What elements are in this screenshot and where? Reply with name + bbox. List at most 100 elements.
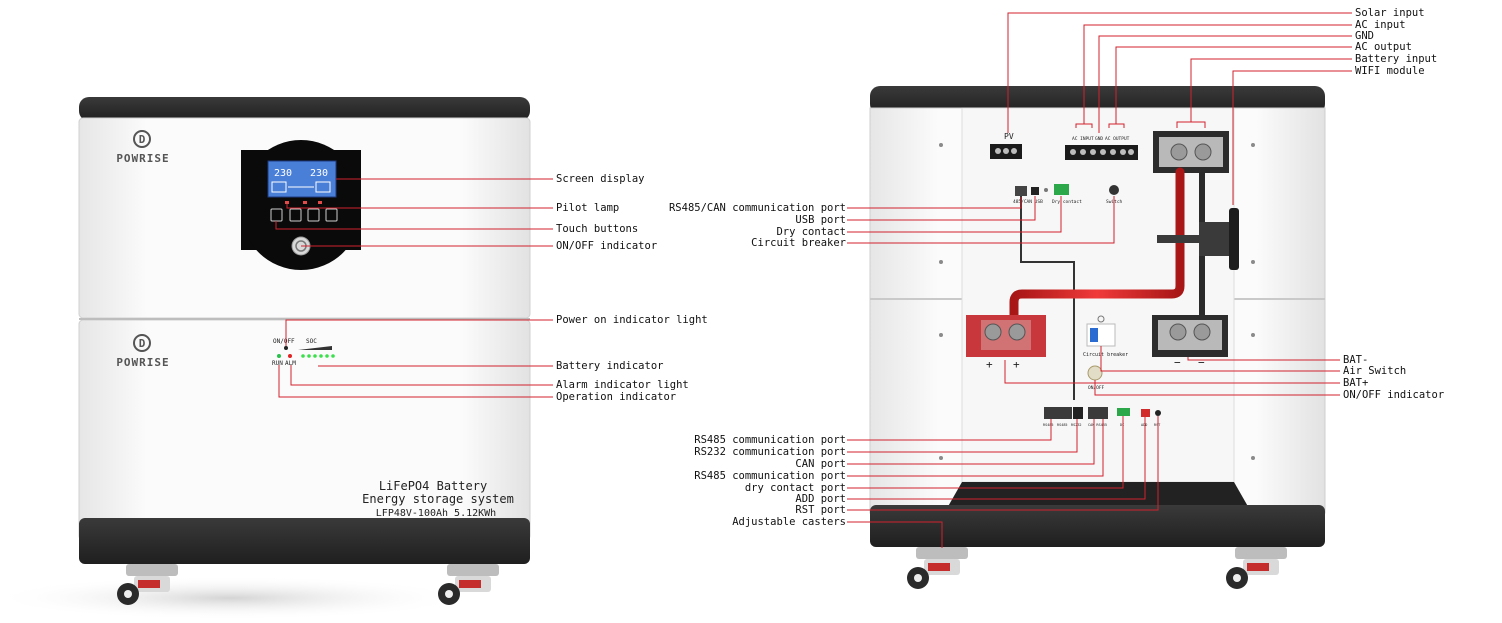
back-onoff-knob[interactable]: ON/OFF bbox=[1087, 365, 1105, 391]
alm-led bbox=[288, 354, 292, 358]
label-rs485-port-1: RS485 communication port bbox=[694, 434, 846, 446]
back-bottom-cap bbox=[870, 505, 1325, 547]
back-unit: PV AC INPUT GND AC OUTPUT 485/CAN USB bbox=[869, 86, 1326, 589]
product-line-3: LFP48V-100Ah 5.12KWh bbox=[376, 508, 496, 519]
pv-terminal: PV bbox=[990, 132, 1022, 159]
label-rs485-port-2: RS485 communication port bbox=[694, 470, 846, 482]
wifi-module bbox=[1157, 208, 1239, 270]
ac-input-silk: AC INPUT bbox=[1072, 136, 1094, 142]
label-rs485-can: RS485/CAN communication port bbox=[668, 202, 846, 214]
product-line-1: LiFePO4 Battery bbox=[379, 479, 487, 493]
back-caster-left bbox=[907, 547, 968, 589]
brand-name-bottom: POWRISE bbox=[116, 356, 169, 369]
soc-leds bbox=[301, 354, 335, 358]
brand-logo-bottom: D POWRISE bbox=[116, 334, 169, 369]
can-silk: CAN RS485 bbox=[1088, 423, 1107, 427]
red-battery-cable bbox=[1009, 167, 1185, 327]
rs485a-silk: RS485 bbox=[1043, 423, 1054, 427]
rs232-silk: RS232 bbox=[1071, 423, 1082, 427]
bat-minus-terminal: − − bbox=[1152, 315, 1228, 369]
bat-plus-terminal: + + bbox=[966, 315, 1046, 371]
label-can-port: CAN port bbox=[795, 458, 846, 470]
battery-input-terminal bbox=[1153, 131, 1229, 173]
usb-port bbox=[1031, 187, 1039, 195]
front-caster-left bbox=[117, 564, 178, 605]
add-silk: ADD bbox=[1141, 423, 1147, 427]
label-dry-contact: Dry contact bbox=[776, 226, 846, 238]
label-solar-input: Solar input bbox=[1355, 7, 1425, 19]
front-lower-module bbox=[78, 319, 531, 541]
pilot-lamps bbox=[285, 201, 322, 204]
lcd-screen bbox=[267, 160, 337, 198]
label-casters: Adjustable casters bbox=[732, 516, 846, 528]
inverter-control-panel: 230 230 bbox=[241, 140, 361, 270]
soc-silk: SOC bbox=[306, 338, 317, 345]
circuit-breaker-silk: Circuit breaker bbox=[1083, 352, 1128, 358]
comm-row-silk: 485/CAN USB bbox=[1013, 199, 1043, 205]
label-battery-indicator: Battery indicator bbox=[556, 360, 664, 372]
ac-output-silk: AC OUTPUT bbox=[1105, 136, 1130, 142]
front-leader-lines bbox=[275, 178, 553, 398]
touch-buttons[interactable] bbox=[270, 208, 338, 222]
touch-button-3[interactable] bbox=[307, 208, 320, 222]
label-touch-buttons: Touch buttons bbox=[556, 223, 639, 235]
front-top-cap bbox=[79, 97, 530, 121]
label-battery-input: Battery input bbox=[1355, 53, 1438, 65]
label-alarm-light: Alarm indicator light bbox=[556, 379, 689, 391]
rs485-can-port bbox=[1015, 186, 1027, 196]
brand-logo-top: D POWRISE bbox=[116, 130, 169, 165]
dry-contact-block bbox=[1054, 184, 1069, 195]
ac-terminal-block: AC INPUT GND AC OUTPUT bbox=[1065, 136, 1138, 160]
front-caster-right bbox=[438, 564, 499, 605]
back-top-cap bbox=[870, 86, 1325, 114]
svg-text:D: D bbox=[139, 337, 146, 350]
gnd-silk: GND bbox=[1095, 136, 1103, 142]
pv-silk: PV bbox=[1004, 132, 1014, 141]
label-onoff-indicator-front: ON/OFF indicator bbox=[556, 240, 658, 252]
plus-silk-1: + bbox=[986, 358, 993, 371]
label-operation-indicator: Operation indicator bbox=[556, 391, 677, 403]
battery-status-panel: ON/OFF SOC RUN ALM bbox=[272, 338, 335, 367]
label-wifi-module: WIFI module bbox=[1355, 65, 1425, 77]
minus-silk-1: − bbox=[1174, 356, 1181, 369]
label-screen-display: Screen display bbox=[556, 173, 645, 185]
alm-silk: ALM bbox=[285, 360, 296, 367]
brand-name-top: POWRISE bbox=[116, 152, 169, 165]
front-unit: D POWRISE D POWRISE 230 230 bbox=[0, 97, 531, 620]
dc-silk: DC bbox=[1120, 423, 1124, 427]
label-air-switch: Air Switch bbox=[1343, 365, 1407, 377]
dry-contact-silk: Dry contact bbox=[1052, 199, 1082, 205]
touch-button-2[interactable] bbox=[289, 208, 302, 222]
label-add-port: ADD port bbox=[795, 493, 846, 505]
product-line-2: Energy storage system bbox=[362, 492, 514, 506]
front-bottom-cap bbox=[79, 518, 530, 564]
label-ac-output: AC output bbox=[1355, 41, 1412, 53]
onoff-silk: ON/OFF bbox=[273, 338, 295, 345]
label-onoff-indicator-back: ON/OFF indicator bbox=[1343, 389, 1445, 401]
back-caster-right bbox=[1226, 547, 1287, 589]
run-led bbox=[277, 354, 281, 358]
label-circuit-breaker: Circuit breaker bbox=[751, 237, 846, 249]
onoff-silk-back: ON/OFF bbox=[1088, 385, 1105, 391]
power-on-led bbox=[284, 346, 288, 350]
plus-silk-2: + bbox=[1013, 358, 1020, 371]
label-usb-port: USB port bbox=[795, 214, 846, 226]
label-bat-minus: BAT- bbox=[1343, 354, 1369, 366]
back-leader-lines bbox=[847, 12, 1352, 548]
run-silk: RUN bbox=[272, 360, 283, 367]
label-pilot-lamp: Pilot lamp bbox=[556, 202, 620, 214]
lcd-left-reading: 230 bbox=[274, 168, 292, 179]
label-ac-input: AC input bbox=[1355, 19, 1406, 31]
rs485b-silk: RS485 bbox=[1057, 423, 1068, 427]
label-power-on-light: Power on indicator light bbox=[556, 314, 708, 326]
touch-button-4[interactable] bbox=[325, 208, 338, 222]
label-bat-plus: BAT+ bbox=[1343, 377, 1369, 389]
svg-text:D: D bbox=[139, 133, 146, 146]
label-rst-port: RST port bbox=[795, 504, 846, 516]
label-rs232-port: RS232 communication port bbox=[694, 446, 846, 458]
minus-silk-2: − bbox=[1198, 356, 1205, 369]
comm-port-group-bottom: RS485 RS485 RS232 CAN RS485 DC ADD RST bbox=[1043, 407, 1161, 427]
circuit-breaker-switch[interactable] bbox=[1109, 185, 1119, 195]
label-gnd: GND bbox=[1355, 30, 1374, 42]
